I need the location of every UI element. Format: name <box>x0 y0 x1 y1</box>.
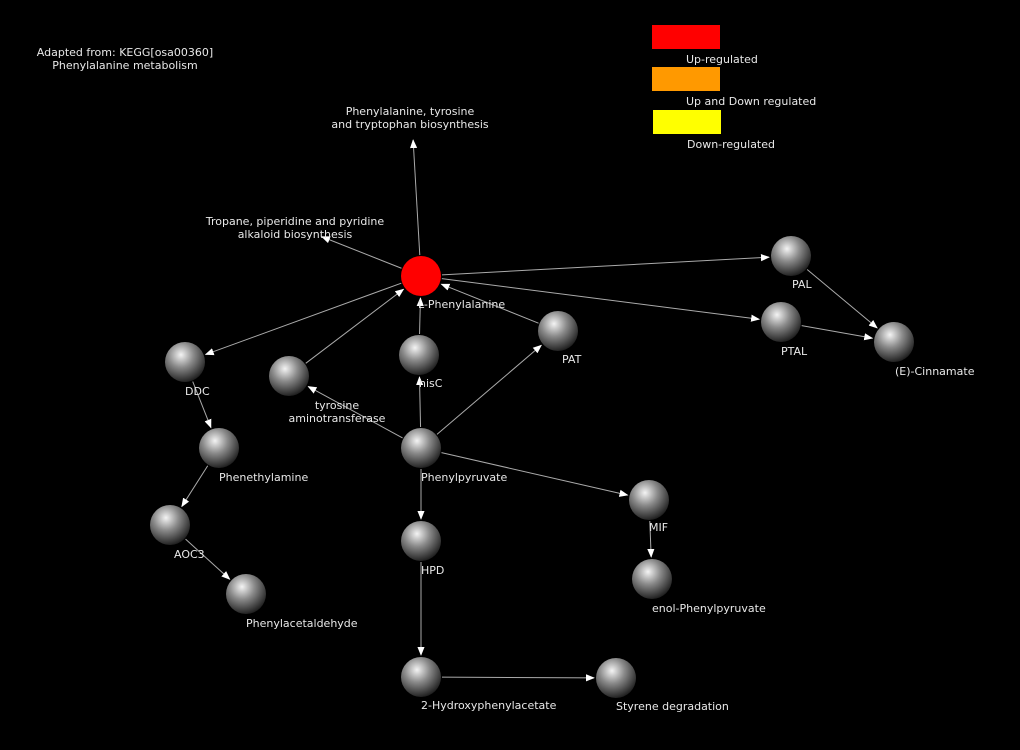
node-aoc3[interactable] <box>150 505 190 545</box>
node-pal[interactable] <box>771 236 811 276</box>
node-ptal[interactable] <box>761 302 801 342</box>
edge-pea-to-aoc3 <box>181 465 209 508</box>
edges-group <box>181 139 878 682</box>
node-label-l-phenylalanine: L-Phenylalanine <box>418 298 506 311</box>
edge-lphe-to-pal <box>441 254 770 276</box>
pathway-aromatic-biosynthesis[interactable]: Phenylalanine, tyrosine and tryptophan b… <box>331 105 488 131</box>
node-cinn[interactable] <box>874 322 914 362</box>
edge-lphe-to-aromatic <box>409 139 421 256</box>
node-lphe[interactable] <box>401 256 441 296</box>
node-label-ddc: DDC <box>185 385 210 398</box>
legend-label-up: Up-regulated <box>686 53 758 66</box>
edge-lphe-to-ddc <box>204 282 402 356</box>
legend-swatch-up <box>652 25 720 49</box>
edge-hpa-to-styrene <box>441 674 595 682</box>
edge-phpyr-to-hisc <box>416 376 424 428</box>
node-label-phenylpyruvate: Phenylpyruvate <box>421 471 508 484</box>
source-line2: Phenylalanine metabolism <box>52 59 198 72</box>
pathway-tropane-line2: alkaloid biosynthesis <box>237 228 353 241</box>
legend-swatch-down <box>653 110 721 134</box>
node-label-enol-phenylpyruvate: enol-Phenylpyruvate <box>652 602 766 615</box>
node-label-mif: MIF <box>649 521 669 534</box>
source-title: Adapted from: KEGG[osa00360] Phenylalani… <box>37 46 213 72</box>
node-label-styrene-degradation: Styrene degradation <box>616 700 729 713</box>
node-phacet[interactable] <box>226 574 266 614</box>
node-label-phenylacetaldehyde: Phenylacetaldehyde <box>246 617 358 630</box>
pathway-tropane-line1: Tropane, piperidine and pyridine <box>205 215 385 228</box>
node-styrene[interactable] <box>596 658 636 698</box>
edge-pal-to-cinn <box>806 269 878 329</box>
node-enol[interactable] <box>632 559 672 599</box>
edge-phpyr-to-pat <box>436 344 542 435</box>
node-tyrat[interactable] <box>269 356 309 396</box>
pathway-aromatic-line1: Phenylalanine, tyrosine <box>345 105 475 118</box>
tyrat-line1: tyrosine <box>314 399 360 412</box>
node-phpyr[interactable] <box>401 428 441 468</box>
legend-label-updown: Up and Down regulated <box>686 95 817 108</box>
node-label-cinnamate: (E)-Cinnamate <box>895 365 975 378</box>
node-label-pal: PAL <box>792 278 812 291</box>
source-line1: Adapted from: KEGG[osa00360] <box>36 46 214 59</box>
node-label-aoc3: AOC3 <box>174 548 205 561</box>
node-ddc[interactable] <box>165 342 205 382</box>
node-hpa[interactable] <box>401 657 441 697</box>
edge-lphe-to-ptal <box>441 278 761 322</box>
legend-swatch-updown <box>652 67 720 91</box>
node-label-hisc: hisC <box>419 377 443 390</box>
edge-pat-to-lphe <box>440 283 539 324</box>
node-label-phenethylamine: Phenethylamine <box>219 471 309 484</box>
edge-phpyr-to-mif <box>441 452 629 497</box>
edge-tyrat-to-lphe <box>305 288 405 364</box>
node-mif[interactable] <box>629 480 669 520</box>
edge-ptal-to-cinn <box>801 325 874 341</box>
node-label-ptal: PTAL <box>781 345 808 358</box>
node-pat[interactable] <box>538 311 578 351</box>
node-label-2-hydroxyphenylacetate: 2-Hydroxyphenylacetate <box>421 699 557 712</box>
node-label-pat: PAT <box>562 353 582 366</box>
node-hpd[interactable] <box>401 521 441 561</box>
edge-phpyr-to-tyrat <box>307 386 403 439</box>
tyrat-line2: aminotransferase <box>288 412 386 425</box>
node-pea[interactable] <box>199 428 239 468</box>
edge-mif-to-enol <box>647 520 655 558</box>
pathway-aromatic-line2: and tryptophan biosynthesis <box>331 118 489 131</box>
edge-hisc-to-lphe <box>416 297 424 335</box>
edge-lphe-to-tropane <box>321 236 402 269</box>
node-label-hpd: HPD <box>421 564 445 577</box>
pathway-tropane-alkaloid[interactable]: Tropane, piperidine and pyridine alkaloi… <box>206 215 384 241</box>
node-label-tyrosine-aminotransferase: tyrosine aminotransferase <box>289 399 386 425</box>
node-hisc[interactable] <box>399 335 439 375</box>
edge-ddc-to-pea <box>192 381 212 429</box>
edge-aoc3-to-phacet <box>185 538 231 580</box>
legend-label-down: Down-regulated <box>687 138 775 151</box>
nodes-group <box>150 236 914 698</box>
